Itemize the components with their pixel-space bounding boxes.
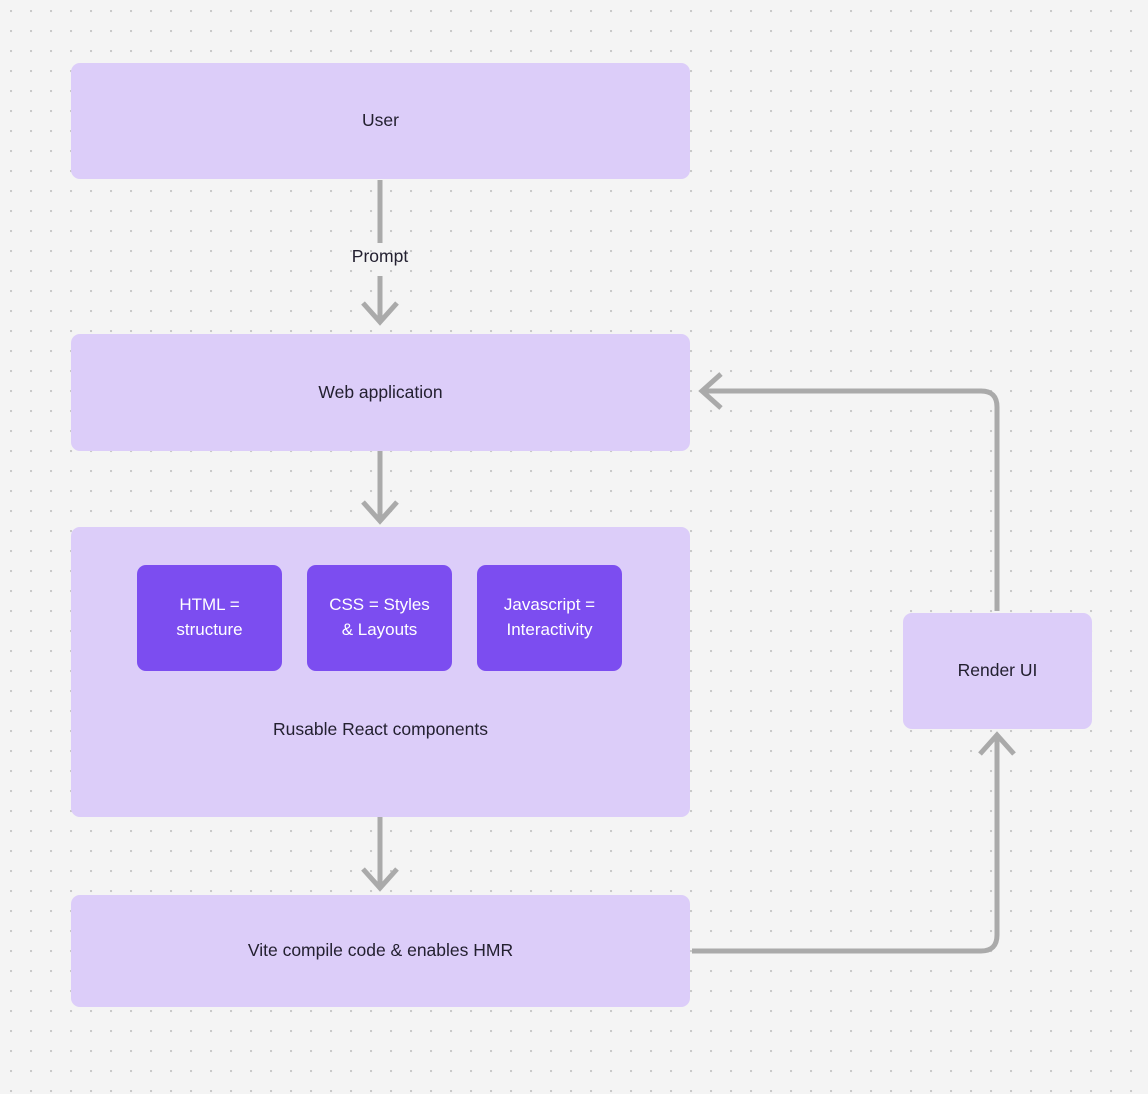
edge-render-ui-to-web-application (698, 372, 1000, 611)
node-css-line1: CSS = Styles (329, 595, 430, 615)
node-css-line2: & Layouts (341, 620, 418, 639)
node-web-application[interactable]: Web application (71, 334, 690, 451)
edge-web-application-to-components (361, 451, 399, 525)
node-vite-label: Vite compile code & enables HMR (247, 940, 514, 961)
node-javascript-line1: Javascript = (503, 595, 596, 615)
node-user[interactable]: User (71, 63, 690, 179)
node-components-group-label: Rusable React components (273, 719, 488, 739)
node-render-ui-label: Render UI (957, 660, 1038, 681)
node-html-line2: structure (176, 620, 243, 639)
node-html[interactable]: HTML = structure (137, 565, 282, 671)
node-user-label: User (362, 110, 399, 131)
node-render-ui[interactable]: Render UI (903, 613, 1092, 729)
edge-label-prompt-text: Prompt (351, 246, 409, 266)
node-vite[interactable]: Vite compile code & enables HMR (71, 895, 690, 1007)
node-javascript-line2: Interactivity (506, 620, 593, 639)
node-css[interactable]: CSS = Styles & Layouts (307, 565, 452, 671)
node-html-line1: HTML = (179, 595, 240, 615)
edge-label-prompt: Prompt (330, 246, 430, 267)
edge-vite-to-render-ui (692, 731, 1016, 954)
edge-components-to-vite (361, 817, 399, 892)
node-web-application-label: Web application (318, 381, 443, 402)
node-javascript[interactable]: Javascript = Interactivity (477, 565, 622, 671)
